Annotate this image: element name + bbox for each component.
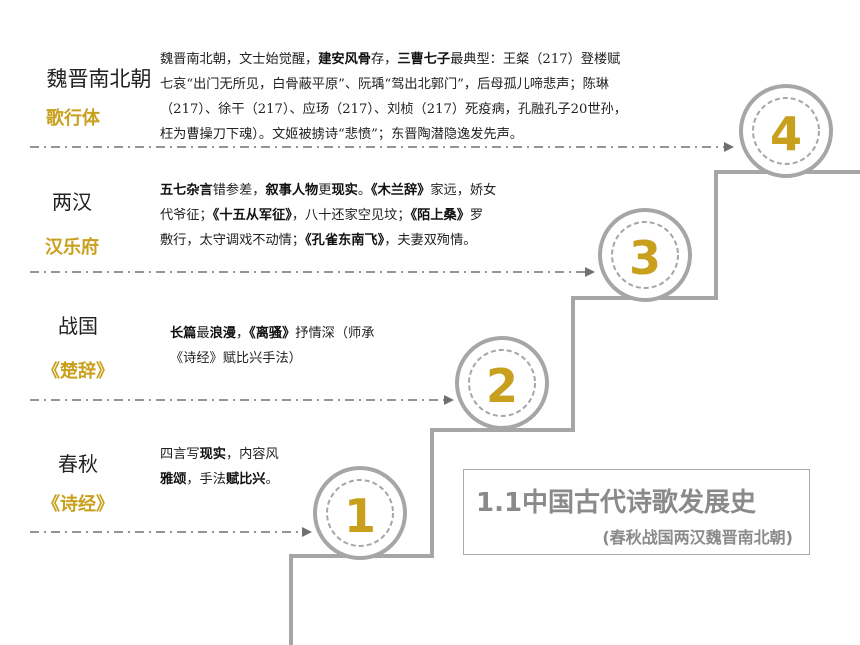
description-text: 《诗经》赋比兴手法） [170, 351, 302, 366]
description-text: 抒情深（师承 [295, 326, 375, 341]
highlight-term: 浪漫 [209, 326, 236, 341]
highlight-term: 现实 [331, 183, 358, 198]
timeline-arrow-2 [30, 395, 454, 405]
highlight-term: 《离骚》 [249, 326, 296, 341]
step-number-2: 2 [486, 359, 518, 413]
highlight-term: 雅颂 [160, 472, 187, 487]
page-title: 1.1中国古代诗歌发展史 [476, 488, 757, 518]
description-text: ，手法 [186, 472, 226, 487]
era-label-spring-autumn: 春秋 [58, 452, 98, 476]
step-circle-1: 1 [313, 466, 407, 560]
description-text: 最 [196, 326, 210, 341]
description-text: 更 [318, 183, 332, 198]
staircase-line [289, 170, 860, 645]
step-number-3: 3 [629, 231, 661, 285]
description-text: 四言写 [160, 447, 200, 462]
highlight-term: 长篇 [170, 326, 197, 341]
description-text: 罗 [469, 208, 484, 223]
stage-description-1: 四言写现实，内容风雅颂，手法赋比兴。 [160, 442, 330, 492]
timeline-arrow-1 [30, 527, 312, 537]
highlight-term: 现实 [199, 447, 226, 462]
title-box: 1.1中国古代诗歌发展史 (春秋战国两汉魏晋南北朝) [463, 469, 810, 555]
step-number-4: 4 [770, 107, 802, 161]
description-text: 家远，娇女 [430, 183, 497, 198]
timeline-arrow-3 [30, 267, 595, 277]
genre-label-gexing: 歌行体 [46, 108, 100, 129]
highlight-term: 《孔雀东南飞》 [305, 233, 385, 248]
era-label-han: 两汉 [52, 190, 92, 214]
highlight-term: 建安风骨 [318, 52, 371, 67]
stage-description-2: 长篇最浪漫，《离骚》抒情深（师承《诗经》赋比兴手法） [170, 321, 430, 371]
step-circle-2: 2 [455, 336, 549, 430]
stage-description-4: 魏晋南北朝，文士始觉醒，建安风骨存，三曹七子最典型：王粲（217）登楼赋七哀“出… [160, 47, 760, 147]
description-text: ，内容风 [225, 447, 279, 462]
description-text: 。 [265, 472, 279, 487]
description-text: ，夫妻双殉情。 [384, 233, 477, 248]
step-circle-4: 4 [739, 84, 833, 178]
description-text: （217）、徐干（217）、应玚（217）、刘桢（217）死疫病，孔融孔子20世… [160, 102, 627, 117]
description-text: 。 [357, 183, 371, 198]
era-label-wei-jin: 魏晋南北朝 [46, 67, 152, 91]
highlight-term: 《木兰辞》 [371, 183, 431, 198]
description-text: 最典型：王粲（217）登楼赋 [450, 52, 621, 67]
description-text: 错参差， [212, 183, 266, 198]
highlight-term: 《陌上桑》 [410, 208, 470, 223]
highlight-term: 叙事人物 [265, 183, 319, 198]
step-circle-3: 3 [598, 208, 692, 302]
genre-label-chuci: 《楚辞》 [42, 361, 114, 382]
timeline-arrow-4 [30, 142, 734, 152]
step-number-1: 1 [344, 489, 376, 543]
genre-label-han-yuefu: 汉乐府 [45, 237, 99, 258]
description-text: 代爷征； [160, 208, 213, 223]
genre-label-shijing: 《诗经》 [42, 494, 114, 515]
highlight-term: 三曹七子 [397, 52, 451, 67]
highlight-term: 赋比兴 [225, 472, 266, 487]
description-text: ，八十还家空见坟； [291, 208, 411, 223]
description-text: ， [235, 326, 250, 341]
description-text: 枉为曹操刀下魂）。文姬被掳诗“悲愤”；东晋陶潜隐逸发先声。 [160, 127, 523, 142]
description-text: 七哀“出门无所见，白骨蔽平原”、阮瑀“驾出北郭门”，后母孤儿啼悲声；陈琳 [160, 77, 609, 92]
stage-description-3: 五七杂言错参差，叙事人物更现实。《木兰辞》家远，娇女代爷征；《十五从军征》，八十… [160, 178, 620, 253]
description-text: 存， [371, 52, 398, 67]
description-text: 魏晋南北朝，文士始觉醒， [160, 52, 319, 67]
description-text: 敷行，太守调戏不动情； [160, 233, 306, 248]
page-subtitle: (春秋战国两汉魏晋南北朝) [602, 528, 793, 547]
highlight-term: 《十五从军征》 [212, 208, 292, 223]
highlight-term: 五七杂言 [160, 183, 213, 198]
era-label-warring-states: 战国 [58, 314, 98, 338]
